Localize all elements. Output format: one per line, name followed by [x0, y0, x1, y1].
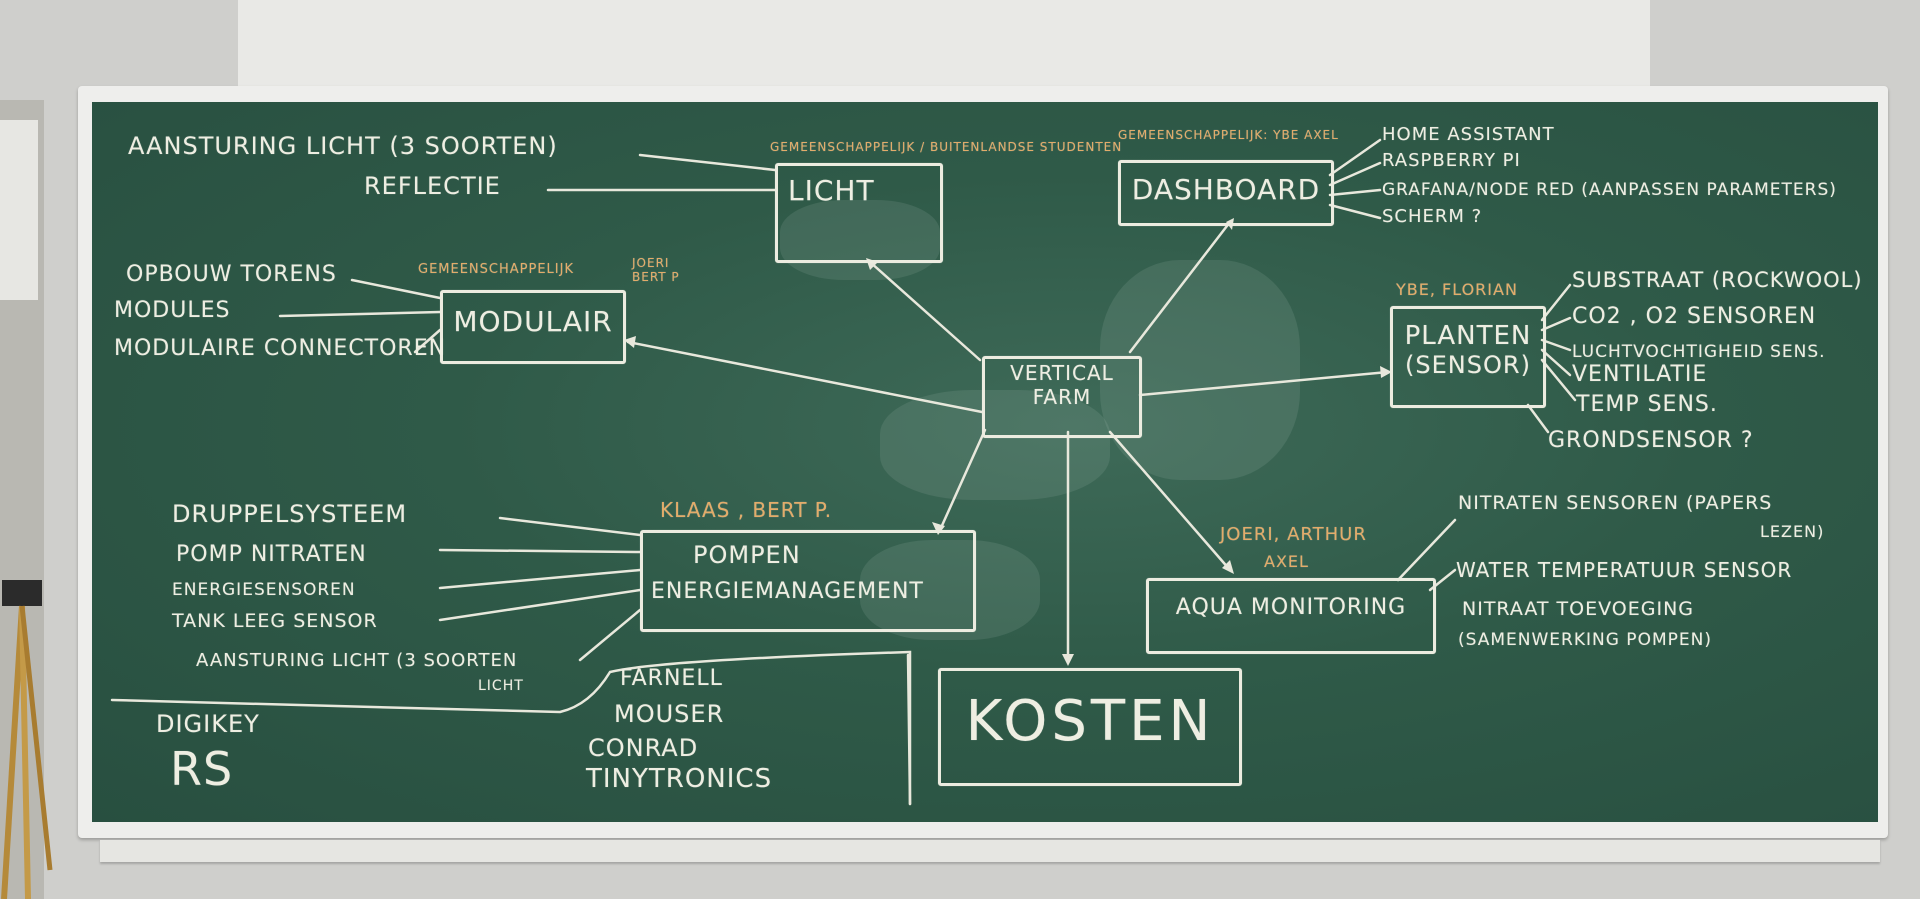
licht-box: LICHT: [775, 163, 943, 263]
planten-item-1: SUBSTRAAT (ROCKWOOL): [1572, 268, 1863, 292]
wall-above-board: [238, 0, 1650, 86]
modulair-owner-2: JOERI BERT P: [632, 256, 680, 284]
planten-item-2: CO2 , O2 SENSOREN: [1572, 304, 1817, 329]
licht-item-2: REFLECTIE: [364, 172, 501, 200]
planten-item-6: GRONDSENSOR ?: [1548, 428, 1754, 453]
aqua-item-4: NITRAAT TOEVOEGING: [1462, 598, 1695, 620]
supplier-tinytronics: TINYTRONICS: [586, 764, 773, 794]
door-panel: [0, 120, 38, 300]
dashboard-item-4: SCHERM ?: [1382, 206, 1483, 227]
licht-owner: GEMEENSCHAPPELIJK / BUITENLANDSE STUDENT…: [770, 140, 1123, 154]
aqua-item-1: NITRATEN SENSOREN (PAPERS: [1458, 492, 1773, 514]
aqua-owner: JOERI, ARTHUR: [1220, 524, 1367, 545]
supplier-conrad: CONRAD: [588, 734, 699, 762]
licht-title: LICHT: [788, 174, 875, 207]
modulair-title: MODULAIR: [453, 305, 613, 338]
pompen-owner: KLAAS , BERT P.: [660, 498, 833, 522]
planten-owner: YBE, FLORIAN: [1396, 280, 1518, 299]
eraser-smudge: [880, 390, 1110, 500]
modulair-box: MODULAIR: [440, 290, 626, 364]
pompen-title: POMPEN: [693, 541, 801, 569]
vertical-farm-box: VERTICAL FARM: [982, 356, 1142, 438]
modulair-owner: GEMEENSCHAPPELIJK: [418, 262, 574, 277]
pompen-item-6: LICHT: [478, 678, 524, 694]
dashboard-item-3: GRAFANA/NODE RED (AANPASSEN PARAMETERS): [1382, 180, 1837, 200]
chalk-tray: [100, 840, 1880, 862]
pompen-item-3: ENERGIESENSOREN: [172, 580, 356, 600]
kosten-title: KOSTEN: [965, 689, 1215, 754]
eraser-smudge: [1100, 260, 1300, 480]
aqua-item-5: (SAMENWERKING POMPEN): [1458, 630, 1712, 650]
planten-title: PLANTEN: [1404, 321, 1532, 351]
pompen-item-4: TANK LEEG SENSOR: [172, 610, 378, 632]
pompen-item-1: DRUPPELSYSTEEM: [172, 500, 408, 528]
dashboard-item-2: RASPBERRY PI: [1382, 150, 1521, 171]
dashboard-title: DASHBOARD: [1131, 173, 1321, 206]
pompen-box: POMPEN ENERGIEMANAGEMENT: [640, 530, 976, 632]
modulair-item-3: MODULAIRE CONNECTOREN: [114, 336, 447, 361]
supplier-mouser: MOUSER: [614, 700, 725, 728]
aqua-owner-2: AXEL: [1264, 552, 1309, 571]
planten-item-3: LUCHTVOCHTIGHEID SENS.: [1572, 342, 1826, 362]
supplier-digikey: DIGIKEY: [156, 710, 260, 738]
supplier-rs: RS: [170, 742, 234, 796]
eraser-smudge: [860, 540, 1040, 640]
modulair-item-2: MODULES: [114, 298, 231, 323]
pompen-item-5: AANSTURING LICHT (3 SOORTEN: [196, 650, 518, 671]
planten-item-4: VENTILATIE: [1572, 362, 1708, 387]
chalkboard: [92, 102, 1878, 822]
planten-item-5: TEMP SENS.: [1576, 392, 1718, 417]
aqua-box: AQUA MONITORING: [1146, 578, 1436, 654]
center-title-line2: FARM: [1032, 385, 1092, 409]
pompen-subtitle: ENERGIEMANAGEMENT: [651, 579, 924, 604]
modulair-item-1: OPBOUW TORENS: [126, 262, 337, 287]
tripod: [1, 580, 53, 899]
planten-subtitle: (SENSOR): [1405, 351, 1531, 379]
aqua-title: AQUA MONITORING: [1175, 595, 1407, 620]
dashboard-owner: GEMEENSCHAPPELIJK: YBE AXEL: [1118, 128, 1339, 142]
eraser-smudge: [780, 200, 940, 280]
aqua-item-3: WATER TEMPERATUUR SENSOR: [1456, 558, 1793, 582]
dashboard-item-1: HOME ASSISTANT: [1382, 124, 1555, 145]
supplier-farnell: FARNELL: [620, 666, 723, 691]
pompen-item-2: POMP NITRATEN: [176, 542, 367, 567]
licht-item-1: AANSTURING LICHT (3 SOORTEN): [128, 132, 558, 160]
center-title-line1: VERTICAL: [1010, 361, 1114, 385]
aqua-item-2: LEZEN): [1760, 522, 1825, 541]
planten-box: PLANTEN (SENSOR): [1390, 306, 1546, 408]
kosten-box: KOSTEN: [938, 668, 1242, 786]
dashboard-box: DASHBOARD: [1118, 160, 1334, 226]
